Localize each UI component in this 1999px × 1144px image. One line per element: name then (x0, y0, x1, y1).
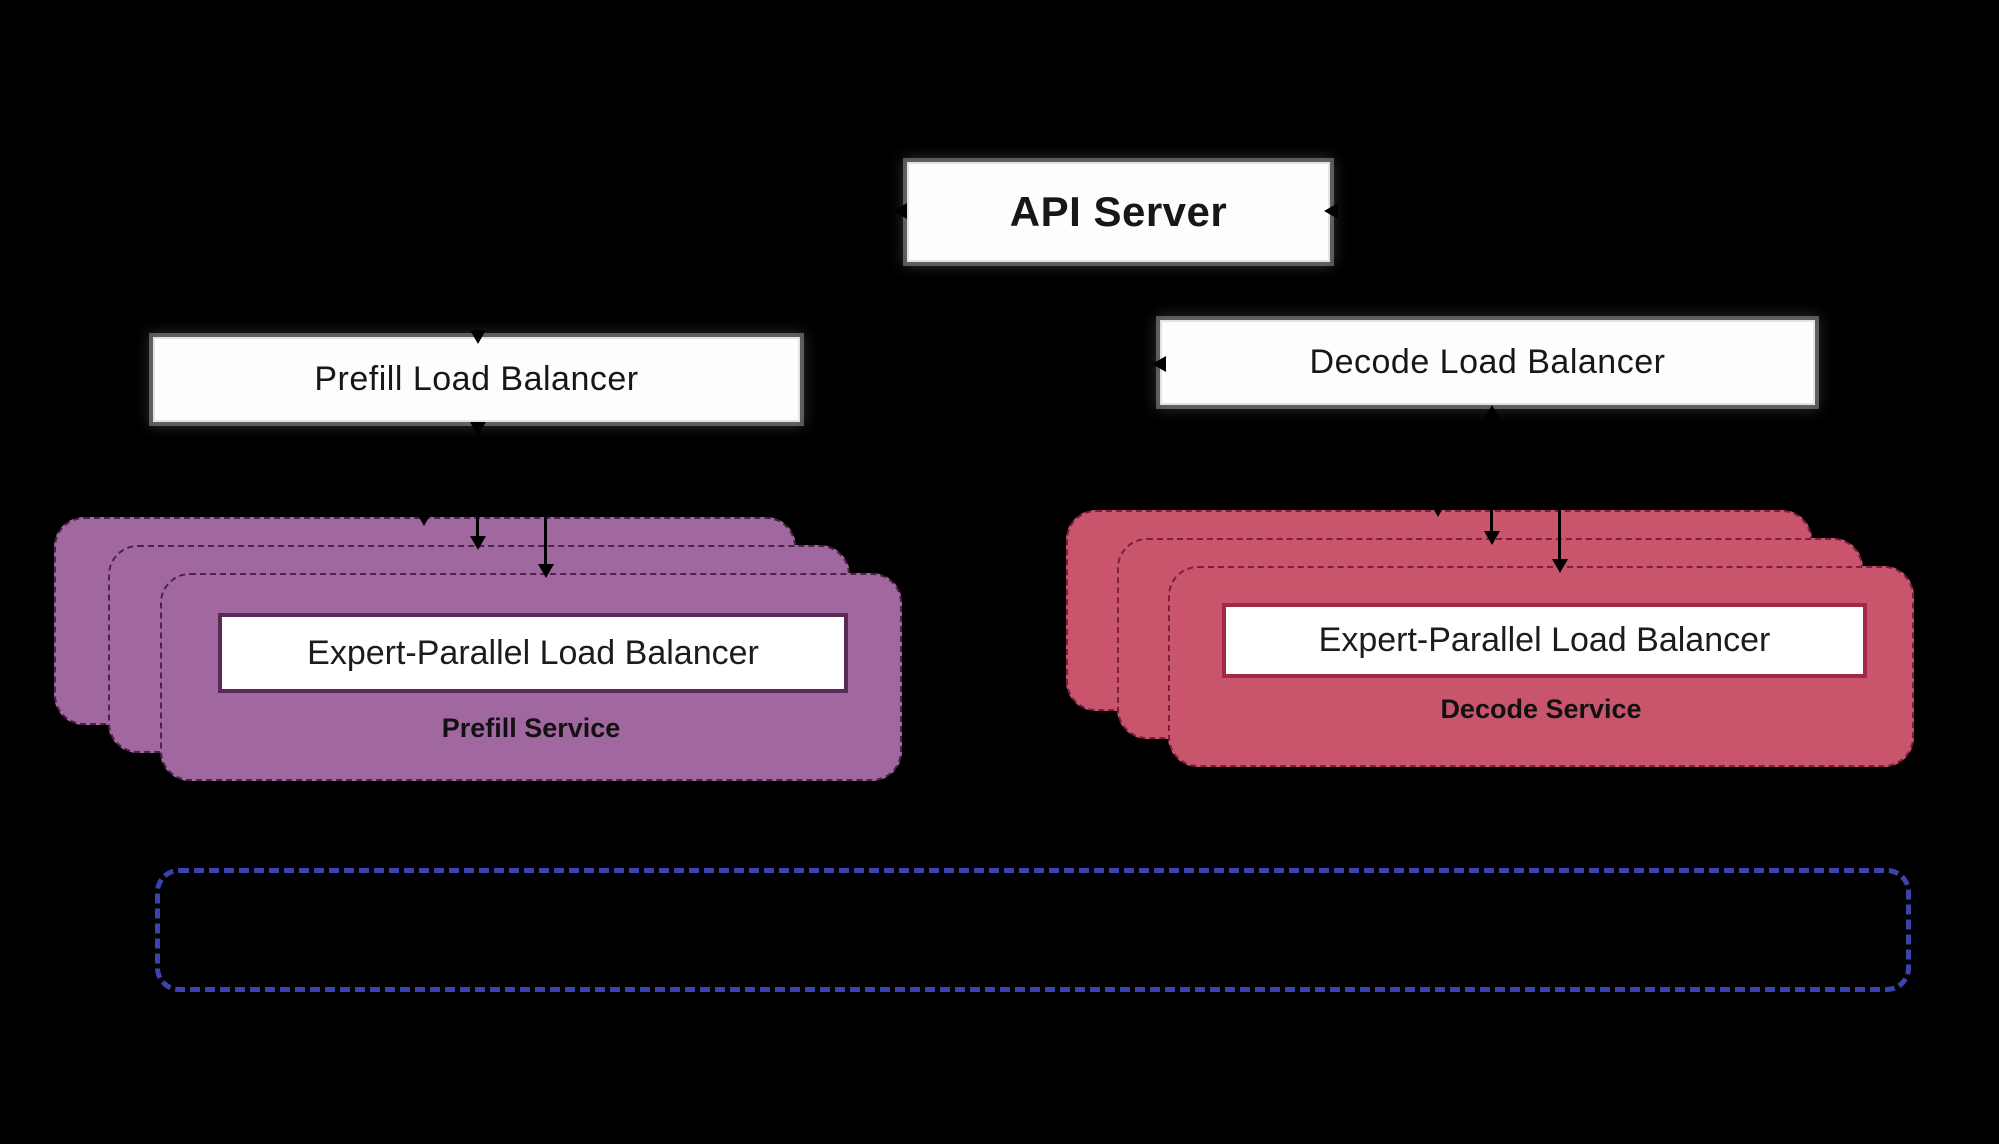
arrow-line-decode-1 (1436, 419, 1439, 503)
api-server-label: API Server (1009, 188, 1228, 235)
arrow-line-decode-3 (1558, 419, 1561, 559)
arrowhead-api-right (1324, 203, 1338, 219)
arrow-line-prefill-1 (422, 436, 425, 512)
prefill-load-balancer-box: Prefill Load Balancer (153, 337, 800, 422)
prefill-replica-card-front: Expert-Parallel Load Balancer Prefill Se… (160, 573, 902, 781)
arrowhead-prefill-replica-1 (416, 512, 432, 526)
prefill-service-label: Prefill Service (441, 713, 621, 743)
decode-eplb-box: Expert-Parallel Load Balancer (1222, 603, 1867, 678)
arrow-line-prefill-3 (544, 436, 547, 564)
arrowhead-decode-replica-1 (1430, 503, 1446, 517)
arrowhead-decode-lb-up (1484, 405, 1500, 419)
decode-load-balancer-label: Decode Load Balancer (1309, 343, 1666, 381)
arrowhead-decode-lb-left (1152, 356, 1166, 372)
prefill-eplb-box: Expert-Parallel Load Balancer (218, 613, 848, 693)
arrow-line-prefill-2 (476, 436, 479, 536)
api-server-box: API Server (907, 162, 1330, 262)
prefill-load-balancer-label: Prefill Load Balancer (314, 360, 639, 398)
kv-boundary-box (155, 868, 1911, 992)
arrowhead-prefill-replica-2 (470, 536, 486, 550)
decode-eplb-label: Expert-Parallel Load Balancer (1318, 621, 1771, 659)
arrowhead-decode-replica-2 (1484, 531, 1500, 545)
arrowhead-decode-replica-3 (1552, 559, 1568, 573)
prefill-eplb-label: Expert-Parallel Load Balancer (307, 633, 759, 672)
arrow-line-decode-2 (1490, 419, 1493, 531)
decode-load-balancer-box: Decode Load Balancer (1160, 320, 1815, 405)
decode-service-label: Decode Service (1440, 694, 1642, 724)
arrowhead-prefill-replica-3 (538, 564, 554, 578)
arrowhead-api-left (893, 203, 907, 219)
decode-replica-card-front: Expert-Parallel Load Balancer Decode Ser… (1168, 566, 1914, 767)
arrowhead-prefill-lb-in (470, 330, 486, 344)
arrowhead-prefill-lb-out (470, 422, 486, 436)
